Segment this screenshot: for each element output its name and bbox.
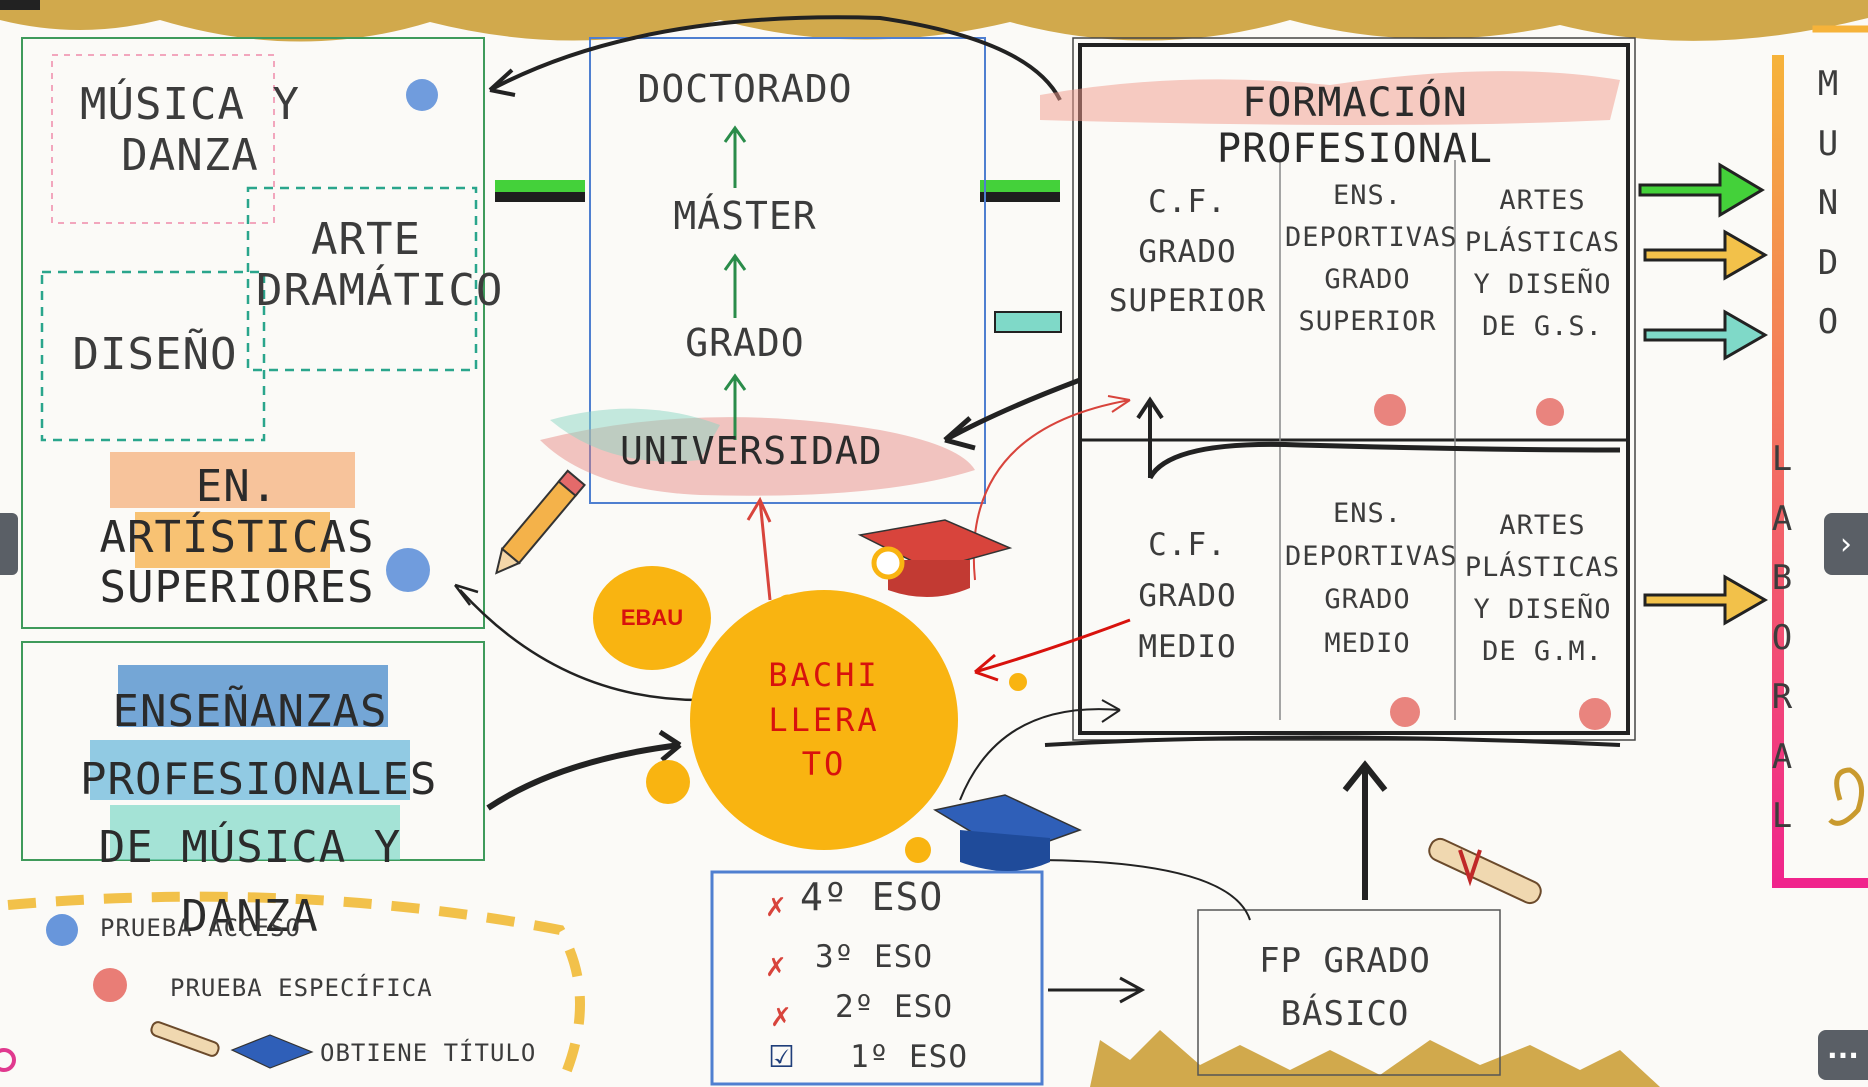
chevron-right-icon: › — [1840, 526, 1852, 562]
bachillerato-bubble: BACHI LLERA TO — [690, 590, 958, 850]
eso-2: 2º ESO — [835, 989, 953, 1025]
artisticas-frame — [21, 37, 485, 629]
circle-red-icon — [1536, 398, 1564, 426]
cross-icon: ✗ — [765, 893, 787, 923]
legend-especifica: PRUEBA ESPECÍFICA — [170, 974, 433, 1002]
cross-icon: ✗ — [770, 1003, 792, 1033]
fp-title: FORMACIÓN PROFESIONAL — [1217, 80, 1493, 172]
graduation-cap-icon — [230, 1034, 314, 1069]
checkbox-checked-icon: ☑ — [768, 1040, 795, 1075]
more-icon: ··· — [1827, 1038, 1859, 1072]
fp-basico-label: FP GRADO BÁSICO — [1259, 941, 1431, 1034]
diploma-icon — [150, 1021, 220, 1057]
gold-decoration-bottom — [1090, 1030, 1660, 1087]
pencil-icon — [494, 469, 586, 575]
more-options-button[interactable]: ··· — [1818, 1030, 1868, 1080]
graduation-cap-icon — [932, 794, 1082, 871]
musica-danza-label: MÚSICA Y DANZA — [80, 79, 300, 181]
cross-icon: ✗ — [765, 953, 787, 983]
circle-red-icon — [1390, 697, 1420, 727]
master-label: MÁSTER — [673, 194, 817, 238]
previous-slide-button[interactable] — [0, 513, 18, 575]
circle-red-icon — [93, 968, 127, 1002]
circle-blue-icon — [406, 79, 438, 111]
universidad-frame — [589, 37, 986, 504]
gold-decoration-top — [0, 0, 1868, 42]
grado-label: GRADO — [685, 321, 805, 365]
fp-medio-artes: ARTES PLÁSTICAS Y DISEÑO DE G.M. — [1464, 510, 1621, 667]
eso-4: 4º ESO — [800, 875, 944, 919]
fp-basico-frame — [1197, 909, 1501, 1076]
eso-frame — [710, 870, 1044, 1086]
legend-acceso: PRUEBA ACCESO — [100, 914, 301, 942]
profesionales-musica-label: ENSEÑANZAS PROFESIONALES DE MÚSICA Y DAN… — [80, 686, 438, 942]
next-slide-button[interactable]: › — [1824, 513, 1868, 575]
arte-dramatico-label: ARTE DRAMÁTICO — [256, 214, 504, 316]
fp-superior-cf: C.F. GRADO SUPERIOR — [1108, 184, 1267, 320]
mundo-label: M U N D O — [1817, 64, 1839, 342]
fp-medio-cf: C.F. GRADO MEDIO — [1138, 527, 1237, 666]
circle-blue-icon — [46, 914, 78, 946]
circle-red-icon — [1579, 698, 1611, 730]
fp-superior-artes: ARTES PLÁSTICAS Y DISEÑO DE G.S. — [1464, 185, 1621, 342]
ebau-bubble: EBAU — [593, 566, 711, 670]
circle-red-icon — [1374, 394, 1406, 426]
universidad-label: UNIVERSIDAD — [620, 429, 883, 473]
graduation-cap-icon — [857, 519, 1013, 598]
diploma-icon — [1428, 837, 1542, 905]
diseno-label: DISEÑO — [72, 329, 238, 380]
circle-blue-icon — [386, 548, 430, 592]
fp-superior-deportivas: ENS. DEPORTIVAS GRADO SUPERIOR — [1285, 180, 1458, 337]
eso-3: 3º ESO — [815, 939, 933, 975]
fp-frame — [1078, 43, 1630, 735]
doctorado-label: DOCTORADO — [637, 67, 853, 111]
eso-1: 1º ESO — [850, 1039, 968, 1075]
artisticas-superiores-label: EN. ARTÍSTICAS SUPERIORES — [99, 461, 375, 614]
laboral-label: L A B O R A L — [1771, 439, 1793, 836]
legend-titulo: OBTIENE TÍTULO — [320, 1039, 537, 1067]
fp-medio-deportivas: ENS. DEPORTIVAS GRADO MEDIO — [1285, 498, 1458, 659]
